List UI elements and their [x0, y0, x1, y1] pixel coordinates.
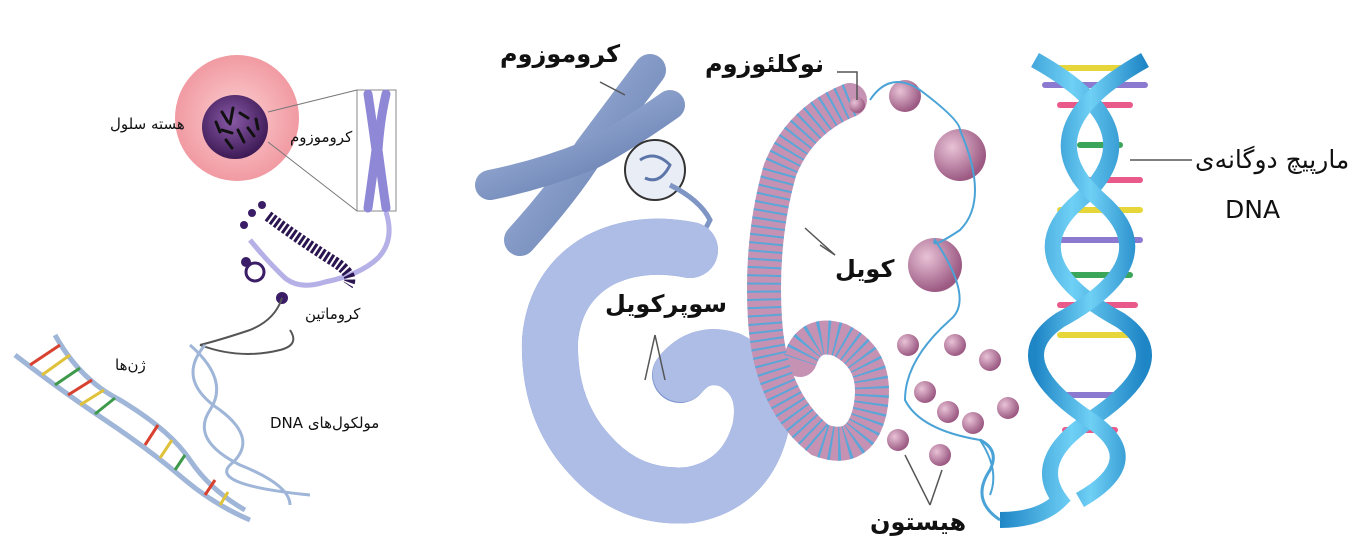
label-dna-molecules: مولکول‌های DNA: [270, 414, 379, 432]
double-helix-illustration: [980, 60, 1145, 520]
label-genes: ژن‌ها: [115, 356, 146, 374]
nucleosome-illustrations: [849, 80, 986, 320]
left-panel: [15, 55, 396, 520]
label-chromosome-left: کروموزوم: [290, 128, 352, 146]
right-panel: [490, 60, 1192, 520]
label-histone: هیستون: [870, 508, 966, 536]
histone-illustrations: [887, 320, 1019, 495]
label-coil: کویل: [835, 255, 894, 283]
label-supercoil: سوپرکویل: [605, 290, 727, 318]
label-chromatin: کروماتین: [305, 305, 360, 323]
label-dna: DNA: [1225, 195, 1280, 224]
label-chromosome-right: کروموزوم: [500, 40, 620, 68]
label-cell-nucleus: هسته سلول: [110, 115, 185, 133]
label-double-helix: مارپیچ دوگانه‌ی: [1195, 145, 1349, 174]
supercoil-illustration: [550, 247, 762, 496]
label-nucleosome: نوکلئوزوم: [705, 50, 824, 78]
chromatin-illustration: [200, 201, 389, 354]
chromosome-left-illustration: [368, 94, 386, 208]
